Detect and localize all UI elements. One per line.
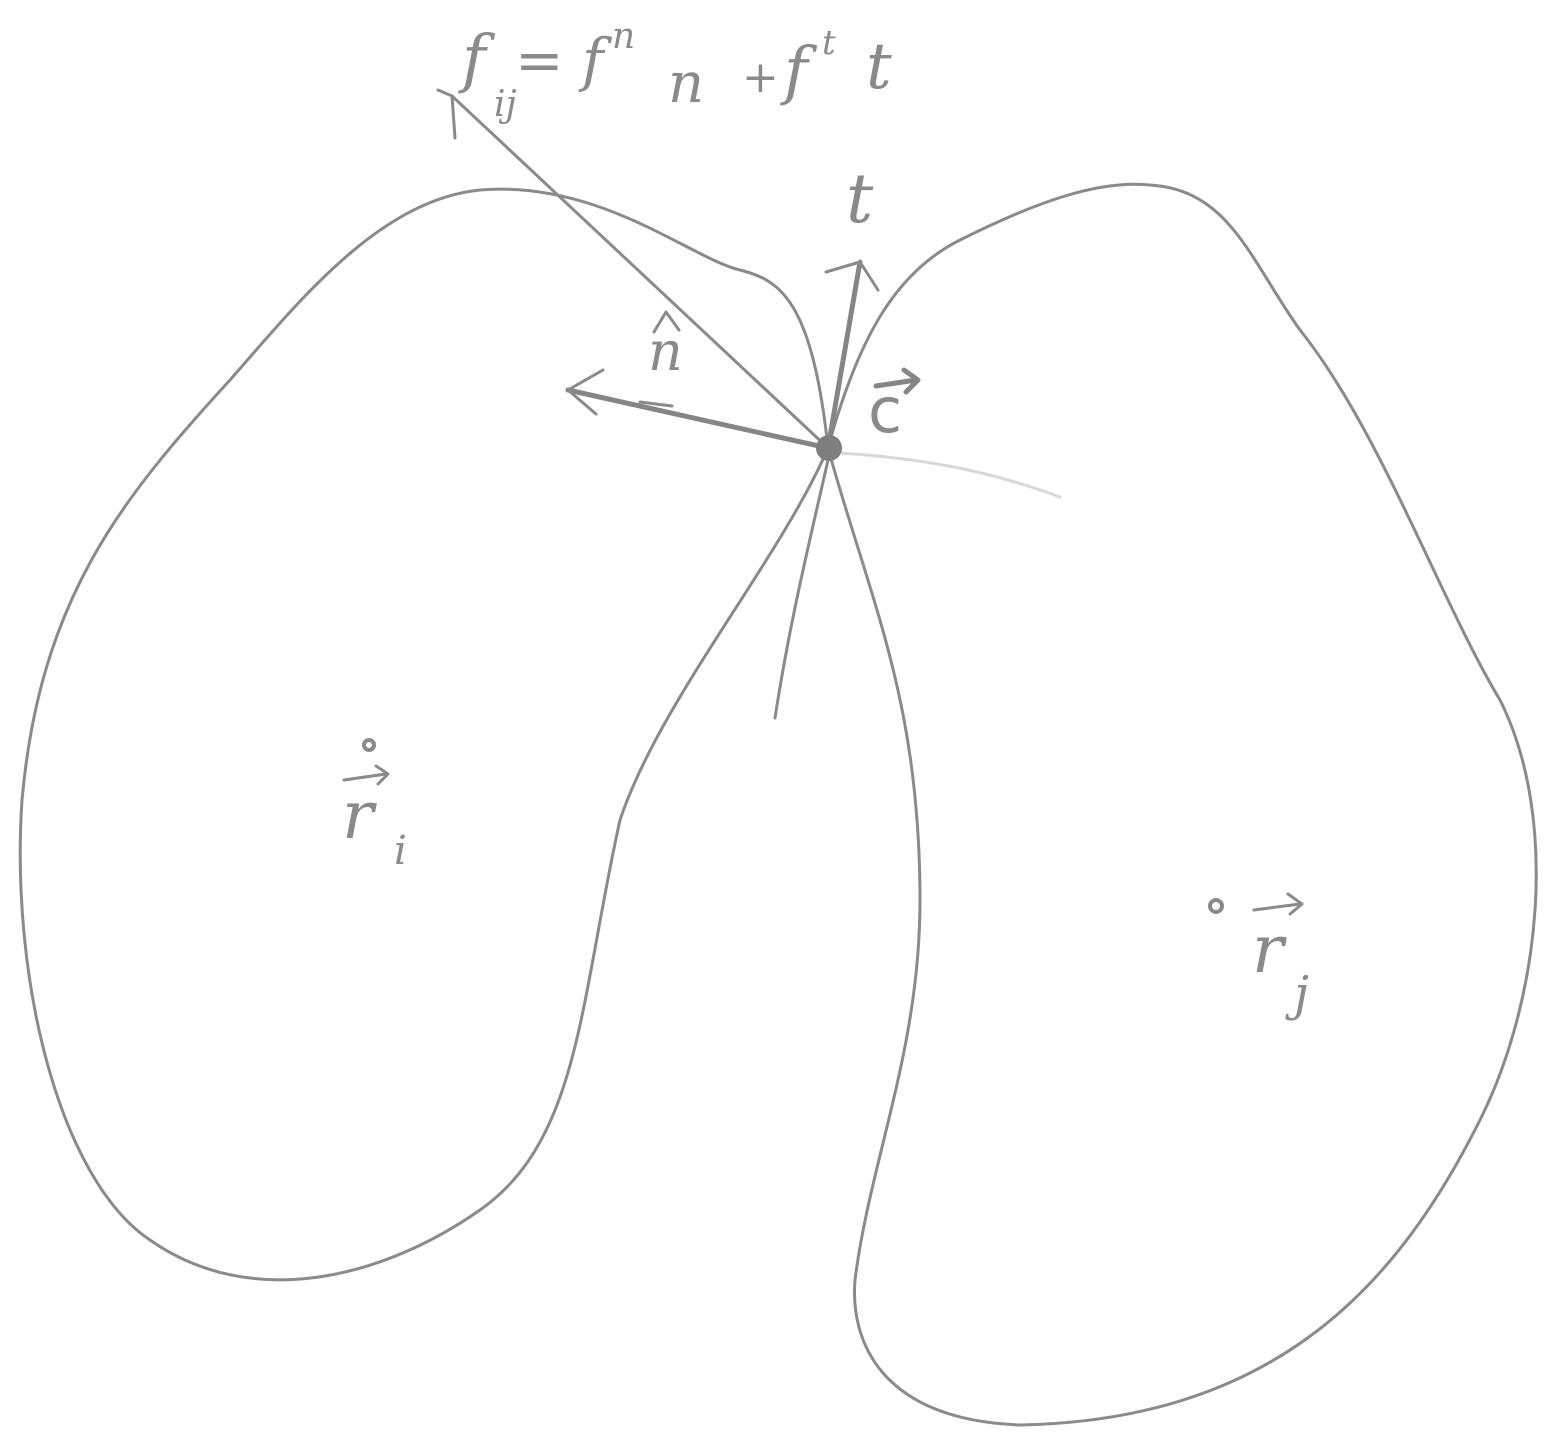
- smudge-line: [840, 451, 1062, 499]
- body-j-outline: [826, 182, 1538, 1427]
- eq-f-sub: ij: [494, 84, 517, 125]
- svg-text:j: j: [1285, 966, 1309, 1022]
- tangent-label: t: [846, 160, 874, 239]
- svg-text:r: r: [1252, 911, 1287, 988]
- eq-sup-n: n: [612, 16, 635, 57]
- contact-tail-line: [773, 458, 830, 720]
- body-i-outline: [18, 187, 830, 1282]
- body-i-center: [362, 738, 376, 752]
- eq-sup-t: t: [822, 23, 836, 63]
- eq-f: f: [458, 22, 496, 96]
- svg-text:c: c: [868, 374, 902, 447]
- eq-equals: = f: [515, 26, 613, 94]
- normal-label: n: [648, 310, 683, 383]
- body-i-label: r i: [342, 764, 407, 874]
- eq-n: n: [668, 51, 704, 116]
- eq-plus: +: [742, 52, 779, 103]
- normal-arrow: [565, 368, 831, 451]
- body-j-label: r j: [1252, 892, 1309, 1022]
- contact-point: [816, 435, 842, 461]
- eq-f2: f: [780, 34, 818, 108]
- contact-label: c: [868, 367, 921, 447]
- svg-text:i: i: [394, 828, 407, 874]
- eq-t: t: [866, 30, 892, 104]
- force-arrow: [436, 88, 830, 450]
- svg-text:r: r: [342, 777, 377, 854]
- svg-text:n: n: [648, 320, 683, 383]
- body-j-center: [1208, 898, 1224, 914]
- force-equation: f ij = f n n + f t t: [458, 16, 892, 125]
- tangent-arrow: [824, 259, 880, 451]
